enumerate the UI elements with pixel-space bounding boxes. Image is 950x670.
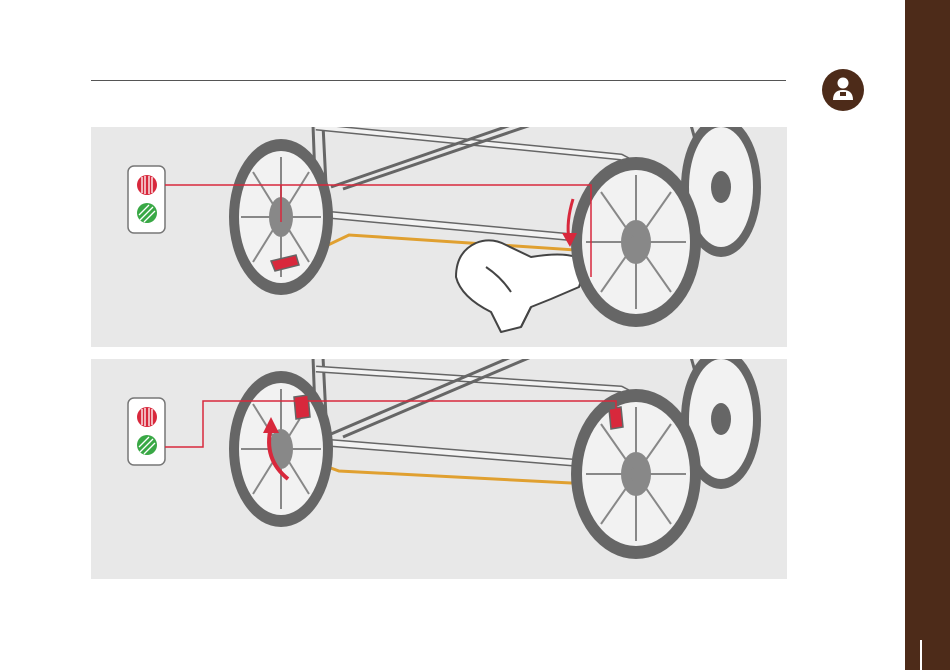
red-status-icon	[137, 175, 157, 195]
user-badge-icon	[822, 69, 864, 111]
right-brake-pedal	[609, 407, 623, 429]
green-status-icon	[137, 203, 157, 223]
green-status-icon	[137, 435, 157, 455]
front-wheel	[571, 389, 701, 559]
page-marker	[920, 640, 922, 670]
foot-icon	[456, 240, 582, 332]
left-brake-pedal	[294, 395, 310, 419]
left-rear-wheel	[229, 371, 333, 527]
chapter-sidebar	[905, 0, 950, 670]
header-rule	[91, 80, 786, 81]
brake-release-panel	[91, 359, 787, 579]
red-status-icon	[137, 407, 157, 427]
status-light	[128, 398, 165, 465]
status-light	[128, 166, 165, 233]
brake-lock-panel	[91, 127, 787, 347]
